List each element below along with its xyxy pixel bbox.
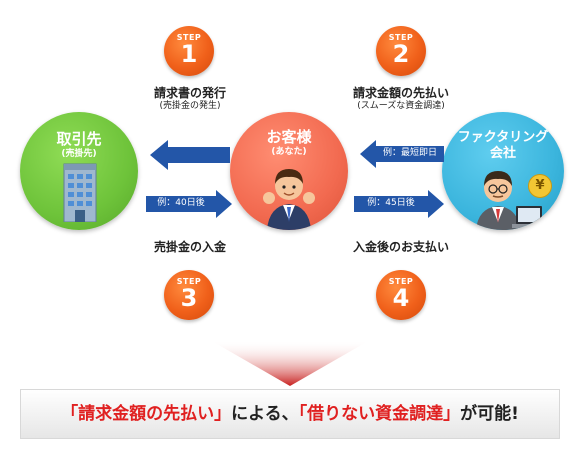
step-2-subtitle: (スムーズな資金調達)	[357, 101, 445, 111]
arrow-step4-right	[354, 190, 444, 218]
factoring-title-line1: ファクタリング	[457, 130, 549, 145]
step-3-caption: 売掛金の入金	[120, 240, 260, 254]
customer-node: お客様 (あなた)	[230, 112, 348, 230]
banner-text-2: が可能!	[460, 404, 519, 424]
yen-coin-icon: ¥	[528, 174, 552, 198]
client-title: 取引先	[56, 130, 102, 148]
step-1-subtitle: (売掛金の発生)	[159, 101, 221, 111]
step-number: 1	[180, 40, 198, 68]
step-2-badge: STEP 2	[376, 26, 426, 76]
office-building-icon	[63, 163, 97, 222]
step-4-badge: STEP 4	[376, 270, 426, 320]
step-3-title: 売掛金の入金	[153, 240, 226, 254]
step-label: STEP	[176, 33, 202, 42]
step-label: STEP	[388, 33, 414, 42]
step-1-badge: STEP 1	[164, 26, 214, 76]
arrow-step4-label: 例：45日後	[367, 198, 415, 208]
step-number: 3	[180, 284, 198, 312]
businessman-icon	[263, 169, 315, 230]
client-subtitle: (売掛先)	[61, 149, 97, 159]
arrow-step3-label: 例：40日後	[157, 198, 205, 208]
step-3-badge: STEP 3	[164, 270, 214, 320]
banner-highlight-1: 「請求金額の先払い」	[61, 404, 232, 424]
customer-title: お客様	[266, 128, 312, 146]
step-2-caption: 請求金額の先払い (スムーズな資金調達)	[326, 86, 476, 112]
customer-subtitle: (あなた)	[271, 147, 307, 157]
banner-highlight-2: 「借りない資金調達」	[298, 404, 461, 424]
step-4-title: 入金後のお支払い	[352, 240, 449, 254]
arrow-step1-left	[150, 140, 230, 170]
down-arrow-icon	[210, 340, 370, 386]
step-1-title: 請求書の発行	[153, 86, 226, 100]
step-1-caption: 請求書の発行 (売掛金の発生)	[120, 86, 260, 112]
step-label: STEP	[388, 277, 414, 286]
step-number: 2	[392, 40, 410, 68]
step-2-title: 請求金額の先払い	[352, 86, 449, 100]
client-node: 取引先 (売掛先)	[20, 112, 138, 230]
consultant-icon	[476, 171, 546, 230]
factoring-title-line2: 会社	[489, 146, 516, 161]
arrow-step2-label: 例：最短即日	[382, 148, 437, 158]
step-4-caption: 入金後のお支払い	[326, 240, 476, 254]
step-number: 4	[392, 284, 410, 312]
arrow-step2-left	[360, 140, 444, 168]
conclusion-banner: 「請求金額の先払い」による、「借りない資金調達」が可能!	[20, 389, 560, 439]
banner-text-1: による、	[231, 404, 299, 424]
arrow-step3-right	[146, 190, 232, 218]
step-label: STEP	[176, 277, 202, 286]
factoring-company-node: ファクタリング 会社 ¥	[442, 112, 564, 230]
